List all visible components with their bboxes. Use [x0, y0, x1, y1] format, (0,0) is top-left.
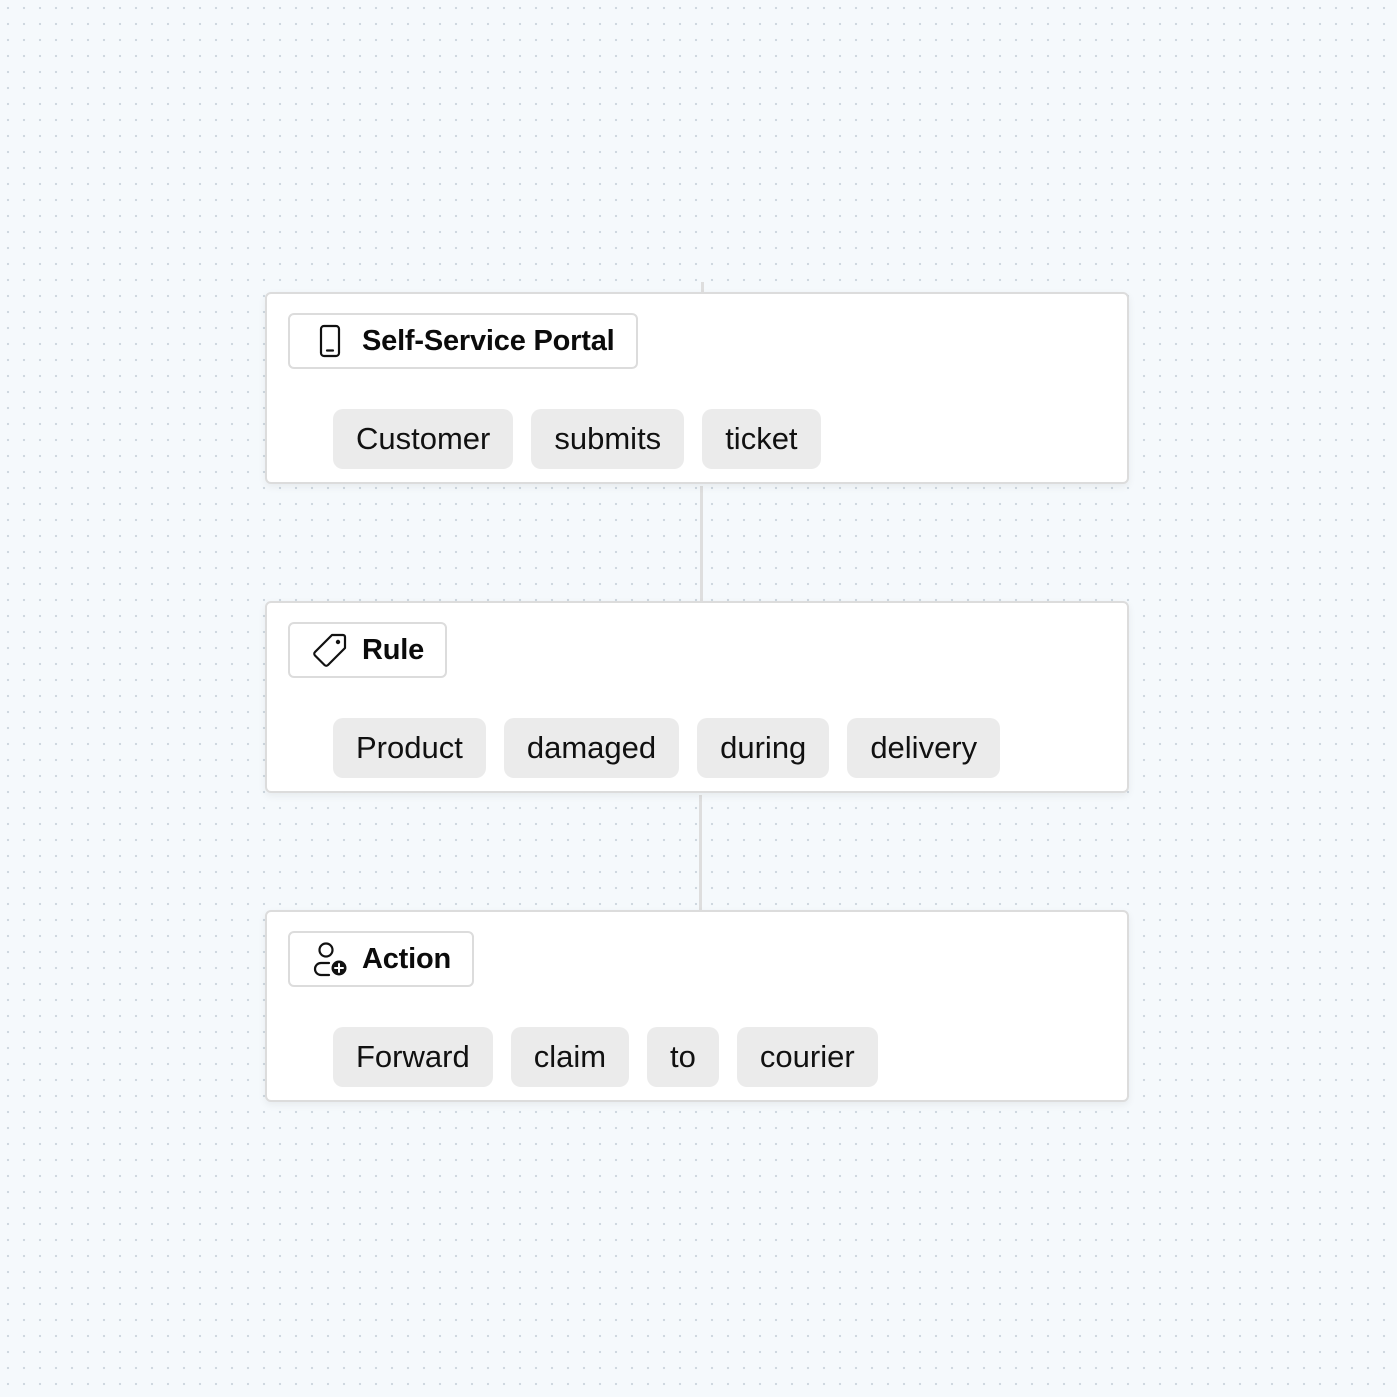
- connector-line-1: [700, 486, 703, 602]
- token-list: Product damaged during delivery: [333, 718, 1001, 778]
- token-chip[interactable]: Product: [333, 718, 486, 778]
- step-title: Action: [362, 942, 452, 975]
- token-list: Forward claim to courier: [333, 1027, 878, 1087]
- token-chip[interactable]: to: [647, 1027, 719, 1087]
- token-list: Customer submits ticket: [333, 409, 821, 469]
- token-chip[interactable]: during: [697, 718, 830, 778]
- token-chip[interactable]: Customer: [333, 409, 514, 469]
- token-chip[interactable]: Forward: [333, 1027, 493, 1087]
- token-chip[interactable]: delivery: [847, 718, 1001, 778]
- tag-icon: [312, 632, 348, 668]
- step-header[interactable]: Rule: [288, 622, 448, 678]
- step-card-rule[interactable]: Rule Product damaged during delivery: [265, 601, 1129, 793]
- step-header[interactable]: Self-Service Portal: [288, 313, 638, 369]
- step-header[interactable]: Action: [288, 931, 475, 987]
- token-chip[interactable]: ticket: [702, 409, 821, 469]
- token-chip[interactable]: claim: [510, 1027, 630, 1087]
- step-title: Rule: [362, 633, 425, 666]
- smartphone-icon: [312, 323, 348, 359]
- step-card-trigger[interactable]: Self-Service Portal Customer submits tic…: [265, 292, 1129, 484]
- step-title: Self-Service Portal: [362, 324, 615, 357]
- user-add-icon: [312, 941, 348, 977]
- step-card-action[interactable]: Action Forward claim to courier: [265, 910, 1129, 1102]
- connector-line-2: [699, 795, 702, 911]
- token-chip[interactable]: courier: [736, 1027, 878, 1087]
- token-chip[interactable]: submits: [531, 409, 685, 469]
- token-chip[interactable]: damaged: [503, 718, 680, 778]
- connector-line-top: [701, 282, 704, 294]
